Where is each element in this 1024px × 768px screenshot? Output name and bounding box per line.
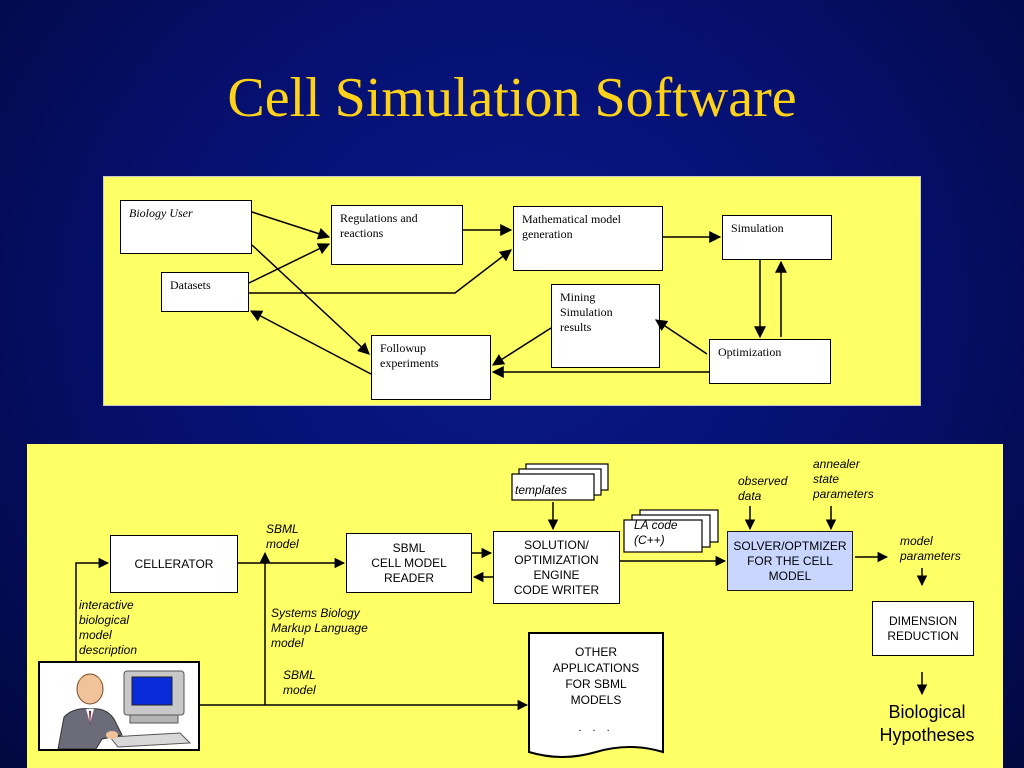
other-apps-dots: . . . [578, 722, 614, 734]
simulation-box: Simulation [722, 215, 832, 260]
model-parameters-label: model parameters [900, 534, 961, 563]
biology-user-box: Biology User [120, 200, 252, 254]
la-code-label: LA code (C++) [634, 518, 678, 547]
followup-box: Followup experiments [371, 335, 491, 400]
math-model-box: Mathematical model generation [513, 206, 663, 271]
sbml-reader-box: SBML CELL MODEL READER [346, 533, 472, 593]
biological-hypotheses-text: Biological Hypotheses [879, 702, 975, 745]
arrow-user-to-followup [251, 244, 370, 355]
la-code-doc-stack [623, 509, 719, 553]
dimension-reduction-box: DIMENSION REDUCTION [872, 601, 974, 656]
mining-box: Mining Simulation results [551, 284, 660, 368]
templates-doc-stack [511, 463, 609, 501]
user-at-computer-icon [38, 661, 200, 751]
annealer-label: annealer state parameters [813, 457, 874, 501]
optimization-box: Optimization [709, 339, 831, 384]
arrow-feedback-to-cellerator [75, 557, 110, 662]
arrow-datasets-to-regulations [248, 243, 331, 284]
sbml-model-label-top: SBML model [266, 522, 299, 551]
arrow-datasets-to-math [249, 249, 512, 294]
templates-label: templates [515, 483, 568, 497]
other-apps-text: OTHER APPLICATIONS FOR SBML MODELS [552, 645, 640, 707]
solution-engine-box: SOLUTION/ OPTIMIZATION ENGINE CODE WRITE… [493, 531, 620, 604]
slide-title: Cell Simulation Software [227, 67, 797, 129]
cellerator-box: CELLERATOR [110, 535, 238, 593]
arrow-optimization-to-mining [655, 319, 708, 355]
datasets-box: Datasets [161, 272, 249, 312]
arrow-followup-to-datasets [249, 310, 372, 375]
systems-biology-label: Systems Biology Markup Language model [271, 606, 368, 650]
arrow-mining-to-followup [491, 327, 552, 366]
sbml-model-label-bottom: SBML model [283, 668, 316, 697]
regulations-box: Regulations and reactions [331, 205, 463, 265]
observed-data-label: observed data [738, 474, 788, 503]
interactive-label: interactive biological model description [79, 598, 138, 657]
solver-box: SOLVER/OPTMIZER FOR THE CELL MODEL [727, 531, 853, 591]
arrow-user-to-regulations [251, 211, 331, 240]
other-apps-document [528, 632, 664, 758]
